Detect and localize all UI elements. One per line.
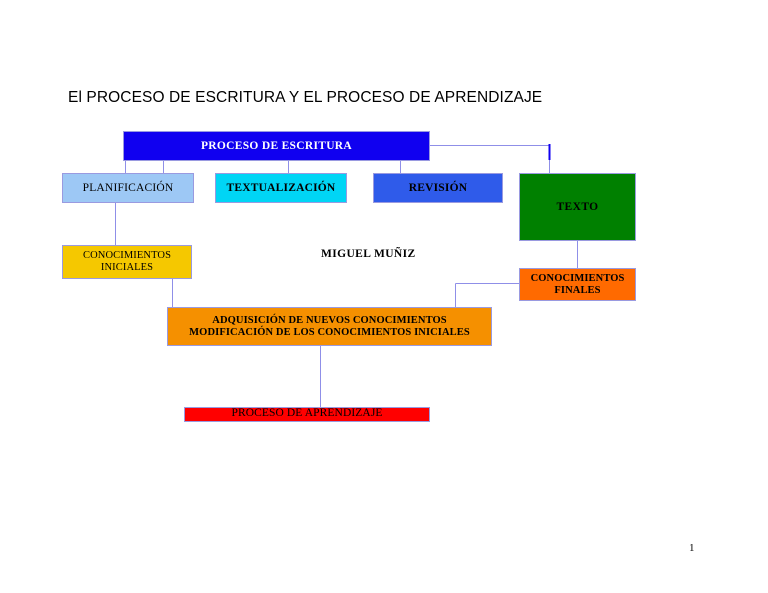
node-label: TEXTUALIZACIÓN [226, 181, 336, 194]
node-adquisicion-modificacion[interactable]: ADQUISICIÓN DE NUEVOS CONOCIMIENTOS MODI… [167, 307, 492, 346]
page-number: 1 [689, 542, 695, 554]
node-revision[interactable]: REVISIÓN [373, 173, 503, 203]
page-title: El PROCESO DE ESCRITURA Y EL PROCESO DE … [68, 89, 543, 106]
node-proceso-de-escritura[interactable]: PROCESO DE ESCRITURA [123, 131, 430, 161]
author-label: MIGUEL MUÑIZ [321, 248, 416, 260]
node-planificacion[interactable]: PLANIFICACIÓN [62, 173, 194, 203]
node-conocimientos-finales[interactable]: CONOCIMIENTOS FINALES [519, 268, 636, 301]
node-label: TEXTO [556, 200, 599, 213]
node-label: ADQUISICIÓN DE NUEVOS CONOCIMIENTOS MODI… [189, 314, 470, 338]
node-proceso-de-aprendizaje[interactable]: PROCESO DE APRENDIZAJE [184, 407, 430, 422]
node-texto[interactable]: TEXTO [519, 173, 636, 241]
node-label: CONOCIMIENTOS FINALES [530, 272, 625, 296]
node-label: REVISIÓN [408, 181, 468, 194]
node-label: PROCESO DE ESCRITURA [200, 139, 353, 152]
node-textualizacion[interactable]: TEXTUALIZACIÓN [215, 173, 347, 203]
node-label: PLANIFICACIÓN [82, 181, 174, 194]
node-label: PROCESO DE APRENDIZAJE [231, 407, 383, 420]
node-label: CONOCIMIENTOS INICIALES [82, 250, 172, 273]
node-conocimientos-iniciales[interactable]: CONOCIMIENTOS INICIALES [62, 245, 192, 279]
